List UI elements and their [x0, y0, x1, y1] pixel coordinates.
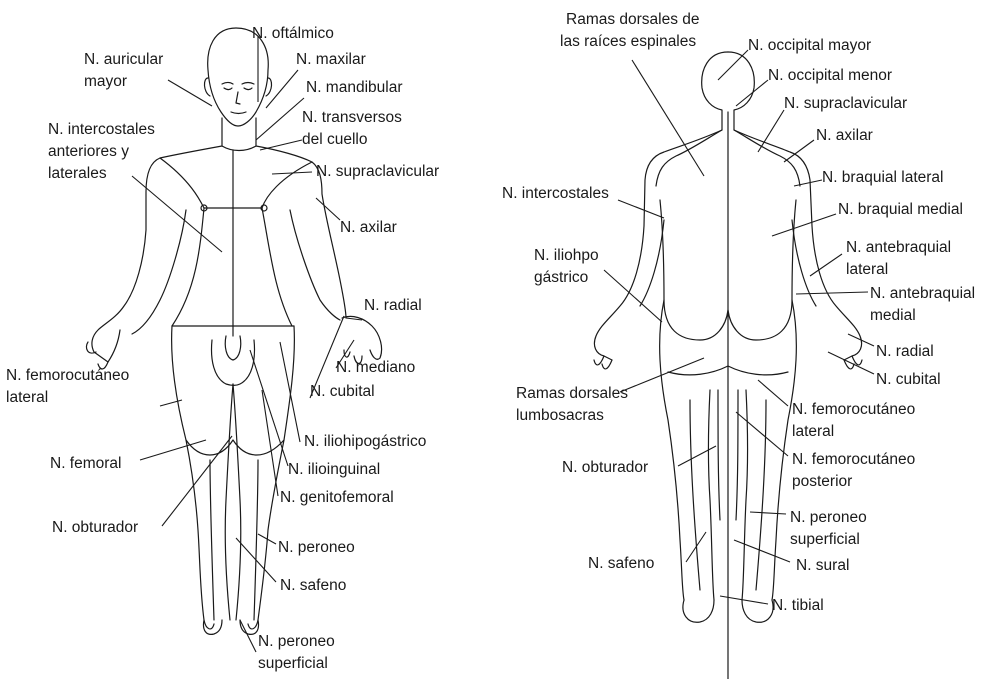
label-occipital-mayor: N. occipital mayor: [748, 37, 871, 54]
label-supraclavicular: N. supraclavicular: [784, 95, 907, 112]
label-supraclavicular: N. supraclavicular: [316, 163, 439, 180]
label-intercostales-line2: anteriores y: [48, 143, 129, 160]
label-intercostales-line1: N. intercostales: [48, 121, 155, 138]
label-occipital-menor: N. occipital menor: [768, 67, 892, 84]
label-femoral: N. femoral: [50, 455, 122, 472]
label-ilioinguinal: N. ilioinguinal: [288, 461, 380, 478]
label-femorocutaneo-line2: lateral: [6, 389, 48, 406]
label-ramas-lumbosacras-line2: lumbosacras: [516, 407, 604, 424]
label-auricular-line1: N. auricular: [84, 51, 163, 68]
label-axilar: N. axilar: [816, 127, 873, 144]
label-iliohipo-line2: gástrico: [534, 269, 588, 286]
label-femorocutaneo-lateral-line2: lateral: [792, 423, 834, 440]
label-ramas-lumbosacras-line1: Ramas dorsales: [516, 385, 628, 402]
label-ramas-dorsales-line1: Ramas dorsales de: [566, 11, 700, 28]
label-peroneo-superficial-line1: N. peroneo: [790, 509, 867, 526]
label-intercostales-line3: laterales: [48, 165, 107, 182]
label-peroneo-superficial-line1: N. peroneo: [258, 633, 335, 650]
label-cubital: N. cubital: [310, 383, 375, 400]
label-mandibular: N. mandibular: [306, 79, 403, 96]
label-braquial-lateral: N. braquial lateral: [822, 169, 943, 186]
label-femorocutaneo-posterior-line2: posterior: [792, 473, 852, 490]
label-tibial: N. tibial: [772, 597, 824, 614]
label-auricular-line2: mayor: [84, 73, 127, 90]
label-maxilar: N. maxilar: [296, 51, 366, 68]
label-peroneo-superficial-line2: superficial: [258, 655, 328, 672]
posterior-body-figure: [594, 52, 862, 679]
label-transversos-line2: del cuello: [302, 131, 368, 148]
label-iliohipogastrico: N. iliohipogástrico: [304, 433, 426, 450]
label-antebraquial-lateral-line2: lateral: [846, 261, 888, 278]
label-femorocutaneo-posterior-line1: N. femorocutáneo: [792, 451, 915, 468]
label-mediano: N. mediano: [336, 359, 415, 376]
label-safeno: N. safeno: [280, 577, 346, 594]
label-femorocutaneo-lateral-line1: N. femorocutáneo: [792, 401, 915, 418]
label-sural: N. sural: [796, 557, 849, 574]
label-peroneo-superficial-line2: superficial: [790, 531, 860, 548]
label-radial: N. radial: [876, 343, 934, 360]
posterior-labels: Ramas dorsales de las raíces espinales N…: [502, 11, 975, 614]
label-antebraquial-lateral-line1: N. antebraquial: [846, 239, 951, 256]
label-safeno: N. safeno: [588, 555, 654, 572]
label-oftalmico: N. oftálmico: [252, 25, 334, 42]
label-genitofemoral: N. genitofemoral: [280, 489, 394, 506]
label-transversos-line1: N. transversos: [302, 109, 402, 126]
label-axilar: N. axilar: [340, 219, 397, 236]
label-peroneo: N. peroneo: [278, 539, 355, 556]
label-antebraquial-medial-line2: medial: [870, 307, 916, 324]
label-obturador: N. obturador: [52, 519, 138, 536]
anterior-leader-lines: [132, 36, 362, 652]
label-radial: N. radial: [364, 297, 422, 314]
label-antebraquial-medial-line1: N. antebraquial: [870, 285, 975, 302]
label-iliohipo-line1: N. iliohpo: [534, 247, 599, 264]
label-ramas-dorsales-line2: las raíces espinales: [560, 33, 696, 50]
label-braquial-medial: N. braquial medial: [838, 201, 963, 218]
label-obturador: N. obturador: [562, 459, 648, 476]
label-femorocutaneo-line1: N. femorocutáneo: [6, 367, 129, 384]
label-cubital: N. cubital: [876, 371, 941, 388]
label-intercostales: N. intercostales: [502, 185, 609, 202]
